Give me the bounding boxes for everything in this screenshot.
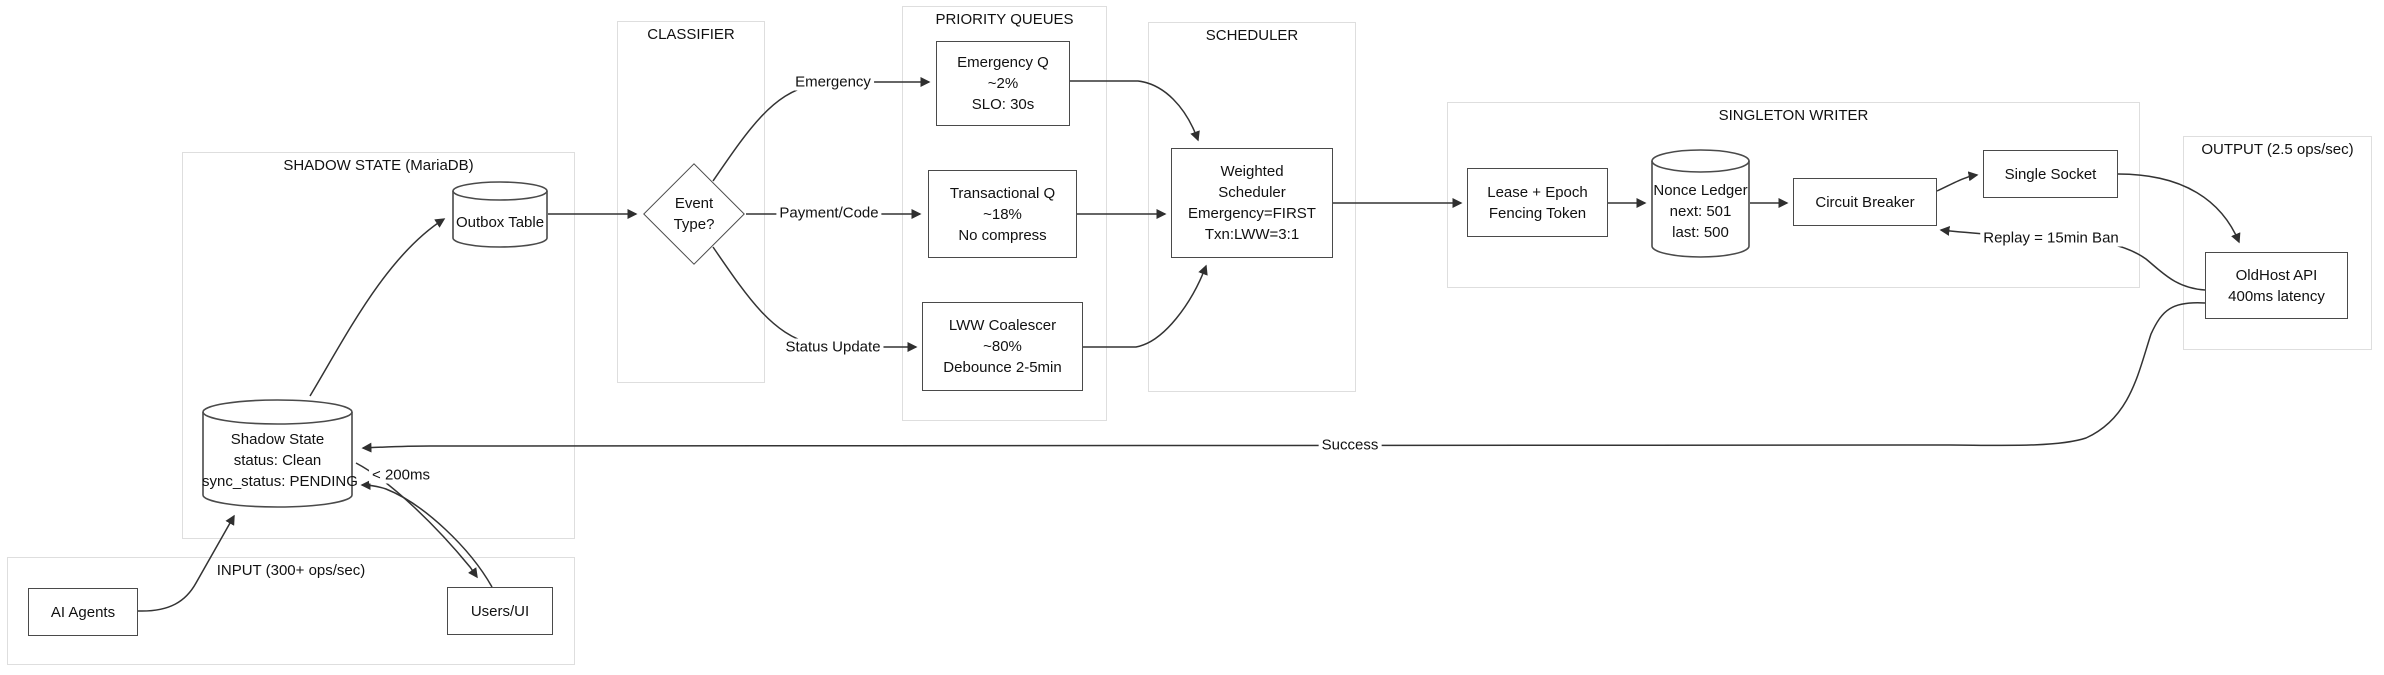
node-label-line: last: 500 (1672, 224, 1729, 241)
node-label-line: Users/UI (470, 602, 530, 620)
node-circuit-breaker: Circuit Breaker (1793, 178, 1937, 226)
node-transactional-q: Transactional Q ~18% No compress (928, 170, 1077, 258)
node-label-line: Transactional Q (949, 184, 1056, 202)
node-label-line: Emergency=FIRST (1188, 205, 1316, 222)
node-label-line: Single Socket (2004, 165, 2097, 183)
node-ai-agents: AI Agents (28, 588, 138, 636)
node-lease-epoch: Lease + Epoch Fencing Token (1467, 168, 1608, 237)
node-label-line: Txn:LWW=3:1 (1204, 226, 1300, 243)
node-label-line: Outbox Table (455, 214, 545, 231)
edge-event-type-to-emergency-q (712, 77, 931, 182)
node-label-line: ~2% (987, 75, 1019, 92)
cylinder-shape (452, 181, 548, 248)
group-classifier-title: CLASSIFIER (647, 26, 735, 43)
edge-oldhost-success-to-shadow-db (361, 301, 2206, 453)
node-label-line: Weighted (1220, 163, 1284, 180)
edge-emergency-q-to-weighted (1070, 80, 1200, 142)
node-label-line: Circuit Breaker (1815, 193, 1915, 211)
node-oldhost-api: OldHost API 400ms latency (2205, 252, 2348, 319)
node-label-line: Nonce Ledger (1653, 182, 1748, 199)
group-shadow-state-title: SHADOW STATE (MariaDB) (283, 157, 474, 174)
node-label-line: Lease + Epoch (1487, 183, 1588, 201)
edge-users-to-shadow-db (360, 480, 493, 588)
node-label-line: LWW Coalescer (948, 317, 1057, 334)
node-label-line: status: Clean (233, 452, 322, 469)
node-label-line: Emergency Q (957, 54, 1049, 71)
node-label-line: Event (674, 195, 714, 212)
cylinder-shape (1651, 149, 1750, 258)
node-label: Shadow State status: Clean sync_status: … (202, 429, 358, 492)
edge-socket-to-oldhost (2117, 173, 2241, 244)
node-lww-coalescer: LWW Coalescer ~80% Debounce 2-5min (922, 302, 1083, 391)
edge-shadow-db-to-outbox (309, 218, 446, 397)
node-nonce-ledger: Nonce Ledger next: 501 last: 500 (1651, 149, 1750, 258)
node-label-line: Fencing Token (1488, 204, 1587, 222)
node-single-socket: Single Socket (1983, 150, 2118, 198)
node-label-line: SLO: 30s (971, 96, 1035, 113)
edge-label-success: Success (1318, 436, 1382, 454)
node-label: Outbox Table (452, 212, 548, 233)
node-label: Nonce Ledger next: 501 last: 500 (1651, 180, 1750, 243)
node-label-line: AI Agents (50, 603, 116, 621)
edge-circuit-breaker-to-socket (1936, 171, 1979, 192)
node-event-type: Event Type? (643, 163, 745, 265)
cylinder-shape (202, 399, 353, 508)
edge-label-latency: < 200ms (369, 466, 433, 484)
node-users-ui: Users/UI (447, 587, 553, 635)
node-label-line: ~80% (983, 338, 1022, 355)
group-output-title: OUTPUT (2.5 ops/sec) (2201, 141, 2354, 158)
group-scheduler-title: SCHEDULER (1205, 27, 1299, 44)
node-label-line: Shadow State (230, 431, 325, 448)
node-outbox-table: Outbox Table (452, 181, 548, 248)
node-label: Event Type? (643, 163, 745, 265)
node-label-line: 400ms latency (2228, 287, 2325, 305)
edge-label-replay: Replay = 15min Ban (1980, 229, 2122, 247)
node-label-line: next: 501 (1669, 203, 1732, 220)
group-classifier: CLASSIFIER (617, 21, 765, 383)
node-label-line: Type? (673, 216, 715, 233)
node-label-line: Debounce 2-5min (943, 359, 1062, 376)
node-label-line: sync_status: PENDING (202, 473, 358, 490)
edge-lww-to-weighted (1083, 264, 1208, 348)
node-weighted-scheduler: Weighted Scheduler Emergency=FIRST Txn:L… (1171, 148, 1333, 258)
group-singleton-writer-title: SINGLETON WRITER (1718, 107, 1869, 124)
edge-label-status-update: Status Update (782, 338, 884, 356)
node-label-line: No compress (958, 226, 1047, 244)
node-label-line: ~18% (983, 205, 1022, 223)
group-input-title: INPUT (300+ ops/sec) (216, 562, 366, 579)
edge-label-payment-code: Payment/Code (776, 204, 882, 222)
node-shadow-state-db: Shadow State status: Clean sync_status: … (202, 399, 358, 508)
group-priority-queues-title: PRIORITY QUEUES (935, 11, 1074, 28)
node-label-line: OldHost API (2235, 266, 2318, 284)
edge-label-emergency: Emergency (792, 73, 874, 91)
edge-ai-agents-to-shadow-db (137, 514, 235, 612)
node-label-line: Scheduler (1218, 184, 1286, 201)
node-emergency-q: Emergency Q ~2% SLO: 30s (936, 41, 1070, 126)
